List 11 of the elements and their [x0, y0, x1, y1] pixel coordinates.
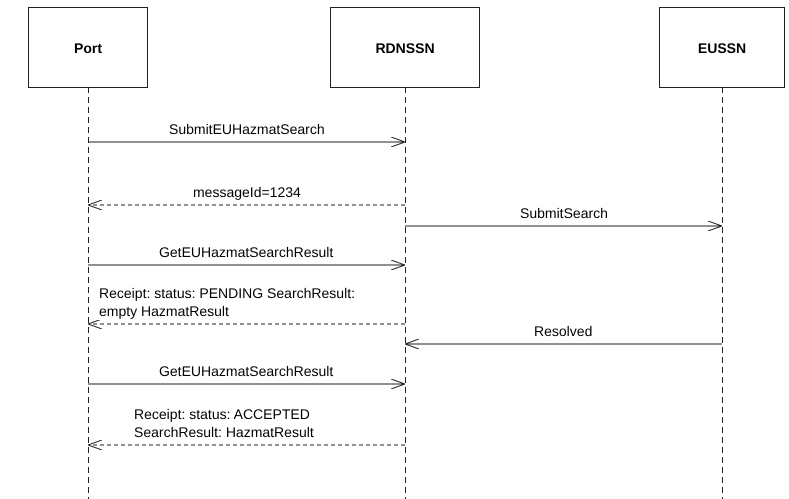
message-arrow — [404, 220, 722, 232]
participant-name: EUSSN — [698, 40, 746, 56]
message-arrow — [404, 338, 722, 350]
return-arrow — [88, 318, 406, 330]
message-arrow — [88, 260, 406, 270]
return-arrow — [88, 200, 406, 210]
message-arrow — [88, 136, 406, 148]
participant-name: Port — [74, 40, 102, 56]
participant-name: RDNSSN — [375, 40, 435, 56]
message-arrow — [88, 378, 406, 390]
return-arrow — [88, 440, 406, 450]
